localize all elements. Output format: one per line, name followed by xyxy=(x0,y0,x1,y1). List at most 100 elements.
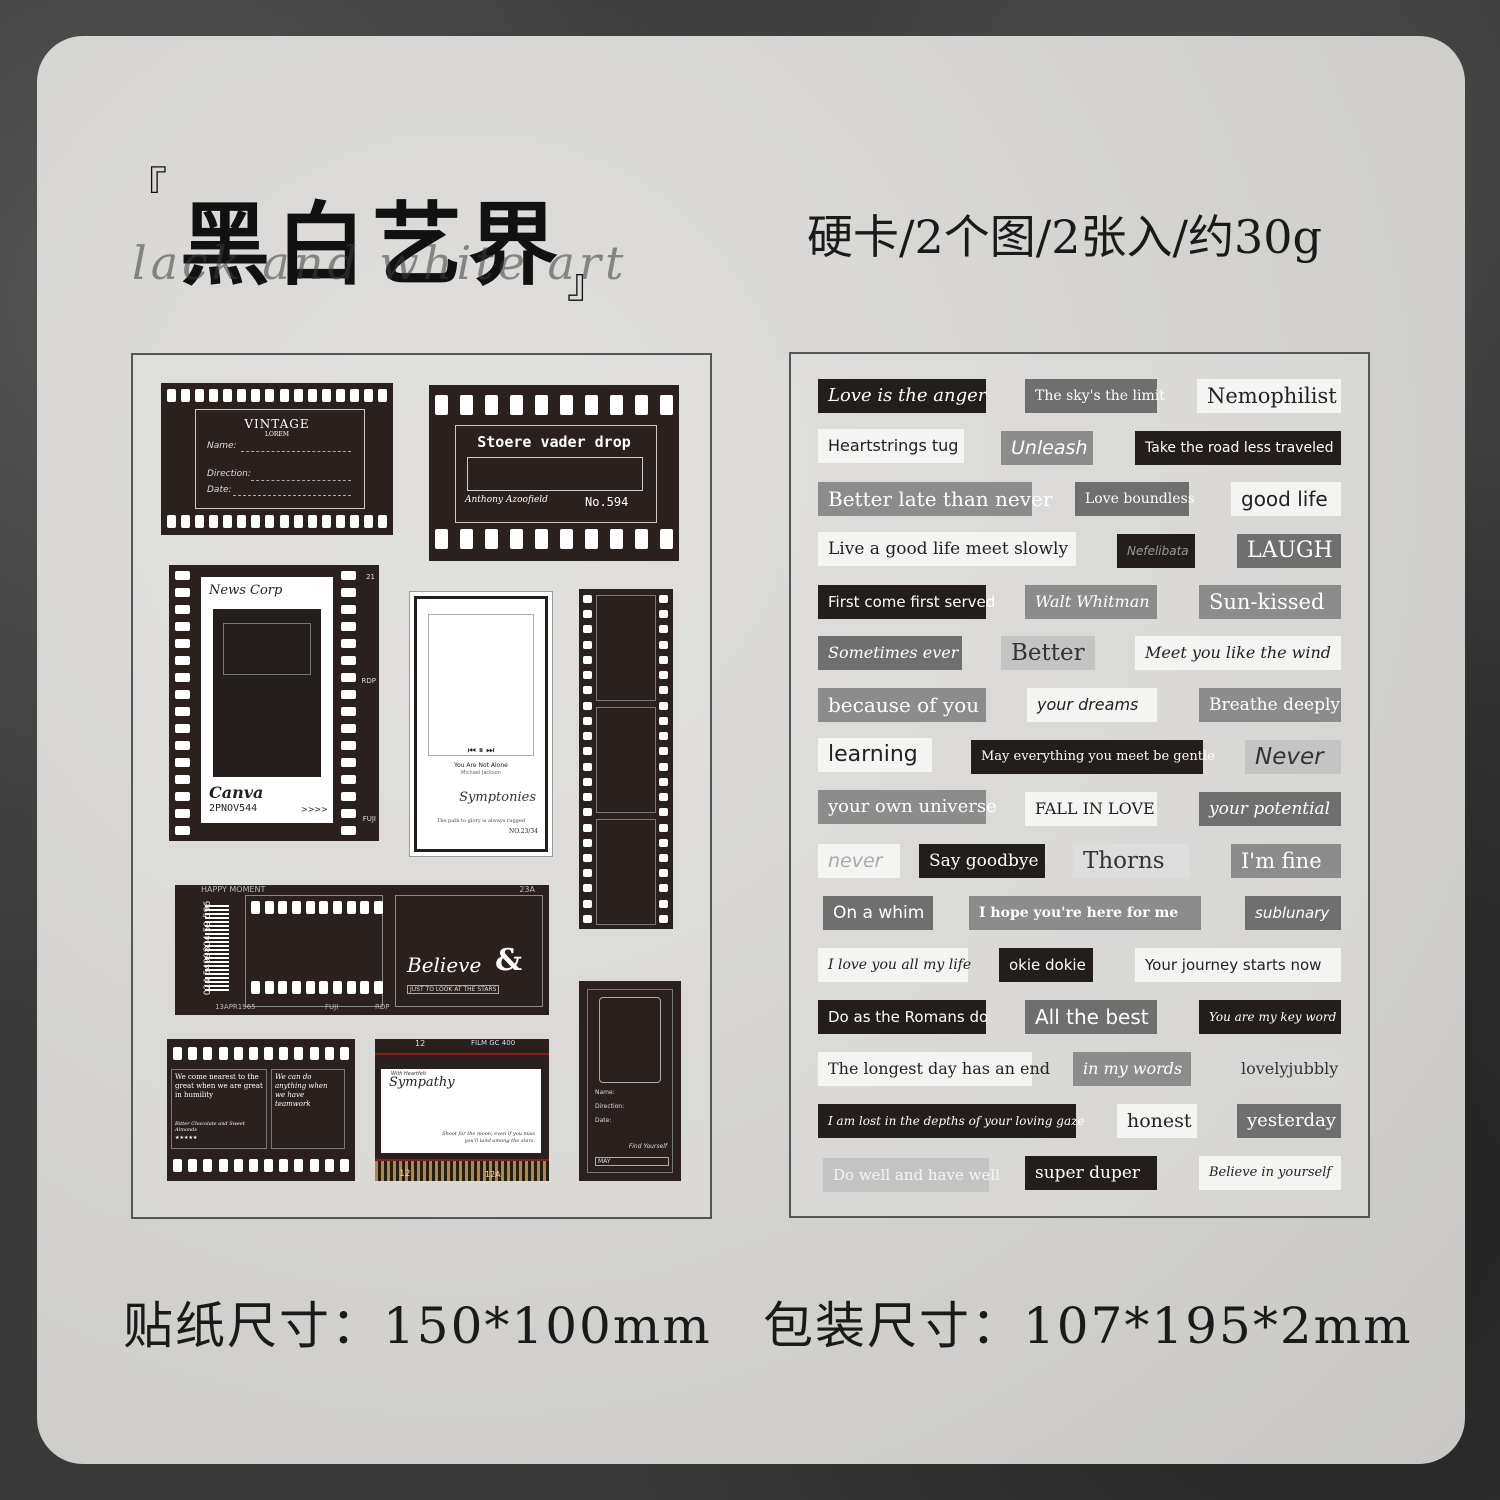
label: Your journey starts now xyxy=(1135,948,1341,982)
vintage-direction: Direction: xyxy=(207,469,251,479)
newscorp-side-a: RDP xyxy=(361,677,376,685)
newscorp-code: 2PNOV544 xyxy=(209,803,258,814)
label: May everything you meet be gentle xyxy=(971,740,1215,774)
sticker-size: 贴纸尺寸：150*100mm xyxy=(123,1297,712,1355)
label: You are my key word xyxy=(1199,1000,1341,1034)
happy-believe: Believe xyxy=(407,953,482,977)
open-bracket: 『 xyxy=(127,164,167,210)
happy-barcode-num: 024 5499804 59 596 xyxy=(203,900,214,996)
label: honest xyxy=(1117,1104,1197,1138)
player-script: Symptonies xyxy=(459,790,536,805)
stoere-signature: Anthony Azoofield xyxy=(465,495,548,505)
player-number: NO.23/34 xyxy=(508,828,538,835)
label: All the best xyxy=(1025,1000,1157,1034)
sympathy-sticker: 12 FILM GC 400 With Heartfelt Sympathy S… xyxy=(375,1039,549,1181)
label: your own universe xyxy=(818,790,997,824)
label: Unleash xyxy=(1001,431,1093,465)
newscorp-photo xyxy=(213,609,321,777)
happy-caption: JUST TO LOOK AT THE STARS xyxy=(407,985,500,994)
happy-header: HAPPY MOMENT xyxy=(201,885,266,894)
label: super duper xyxy=(1025,1156,1157,1190)
label: Sometimes ever xyxy=(818,636,962,670)
label: First come first served xyxy=(818,585,995,619)
sympathy-num: 12 xyxy=(415,1039,426,1048)
happy-moment-sticker: HAPPY MOMENT 23A 024 5499804 59 596 Beli… xyxy=(175,885,549,1015)
film-holes xyxy=(435,395,673,417)
happy-amp: & xyxy=(495,943,523,978)
filmstrip-sticker xyxy=(579,589,673,929)
humility-right: We can do anything when we have teamwork xyxy=(275,1073,328,1108)
title-english: lack and white art xyxy=(132,236,628,290)
label: Say goodbye xyxy=(919,844,1045,878)
happy-fuji: FUJI xyxy=(325,1003,339,1011)
newscorp-sidenum: 21 xyxy=(366,573,375,581)
label: because of you xyxy=(818,688,986,722)
label: Better xyxy=(1001,636,1095,670)
label: lovelyjubbly xyxy=(1231,1052,1341,1086)
left-sticker-sheet: VINTAGE LOREM Name: Direction: Date: Sto… xyxy=(131,353,712,1219)
sympathy-film: FILM GC 400 xyxy=(471,1039,516,1047)
newscorp-arrows: >>>> xyxy=(301,805,328,814)
label: yesterday xyxy=(1237,1104,1341,1138)
sympathy-bottom-num: 12 xyxy=(399,1169,411,1179)
newscorp-side-b: FUJI xyxy=(362,815,376,823)
player-caption: The path to glory is always rugged xyxy=(436,818,526,824)
memo-name: Name: xyxy=(595,1089,615,1096)
newscorp-brand: Canva xyxy=(209,783,264,802)
player-artist: Michael Jackson xyxy=(461,770,501,776)
sympathy-caption: Shoot for the moon; even if you miss you… xyxy=(442,1131,535,1144)
label: Believe in yourself xyxy=(1199,1156,1341,1190)
label: Thorns xyxy=(1073,844,1189,878)
label: I hope you're here for me xyxy=(969,896,1201,930)
film-holes xyxy=(175,571,191,835)
film-holes xyxy=(341,571,357,835)
label: Nefelibata xyxy=(1117,534,1195,568)
vintage-title: VINTAGE xyxy=(244,417,310,431)
label: Take the road less traveled xyxy=(1135,431,1341,465)
label: learning xyxy=(818,738,932,772)
stoere-title: Stoere vader drop xyxy=(477,433,631,451)
memo-direction: Direction: xyxy=(595,1103,625,1110)
label: Sun-kissed xyxy=(1199,585,1341,619)
label: Breathe deeply xyxy=(1199,688,1341,722)
label: Never xyxy=(1245,740,1341,774)
film-holes xyxy=(167,389,387,403)
label: FALL IN LOVE xyxy=(1025,792,1157,826)
label: LAUGH xyxy=(1237,534,1341,568)
newscorp-sticker: News Corp Canva 2PNOV544 >>>> 21 RDP FUJ… xyxy=(169,565,379,841)
label: Heartstrings tug xyxy=(818,429,964,463)
player-photo-frame xyxy=(428,614,534,756)
stoere-box xyxy=(467,457,643,491)
label: your dreams xyxy=(1027,688,1157,722)
label: On a whim xyxy=(823,896,933,930)
label: never xyxy=(818,844,900,878)
label: Love is the anger xyxy=(818,379,986,413)
label: Nemophilist xyxy=(1197,379,1341,413)
vintage-sub: LOREM xyxy=(265,431,289,438)
vintage-name: Name: xyxy=(207,441,237,451)
happy-frame-num: 23A xyxy=(519,885,535,894)
memo-tag: MAY xyxy=(595,1157,669,1166)
memo-script: Find Yourself xyxy=(628,1143,667,1150)
label: your potential xyxy=(1199,792,1341,826)
label: I love you all my life xyxy=(818,948,971,982)
label: I am lost in the depths of your loving g… xyxy=(818,1104,1085,1138)
happy-rdp: RDP xyxy=(375,1003,390,1011)
sympathy-bottom-num2: 12A xyxy=(485,1170,501,1179)
stoere-sticker: Stoere vader drop Anthony Azoofield No.5… xyxy=(429,385,679,561)
vintage-frame xyxy=(195,409,365,509)
label: Do as the Romans do xyxy=(818,1000,988,1034)
film-holes xyxy=(583,595,593,923)
label: Meet you like the wind xyxy=(1135,636,1341,670)
memo-photo xyxy=(599,997,661,1083)
sympathy-title: Sympathy xyxy=(389,1075,455,1090)
spec-text: 硬卡/2个图/2张入/约30g xyxy=(807,210,1323,264)
vintage-sticker: VINTAGE LOREM Name: Direction: Date: xyxy=(161,383,393,535)
label: I'm fine xyxy=(1231,844,1341,878)
title-chinese: 黑白艺界 xyxy=(180,192,564,298)
label: okie dokie xyxy=(999,948,1093,982)
label: in my words xyxy=(1073,1052,1191,1086)
humility-left: We come nearest to the great when we are… xyxy=(175,1073,263,1099)
label: Better late than never xyxy=(818,482,1052,516)
humility-stars: ★★★★★ xyxy=(175,1135,198,1141)
